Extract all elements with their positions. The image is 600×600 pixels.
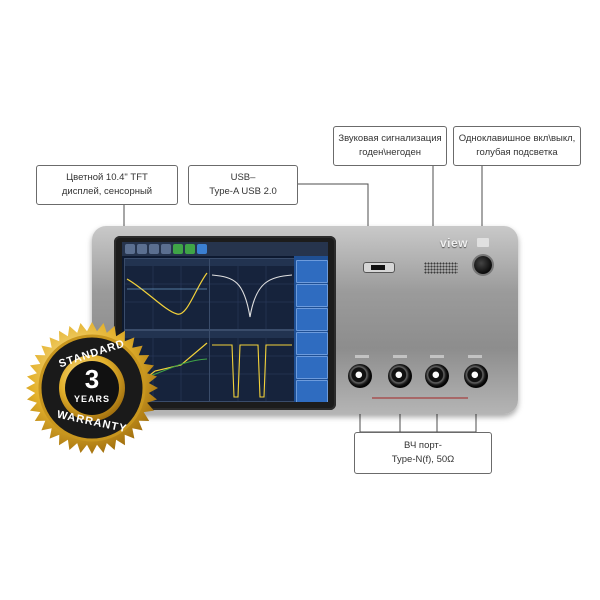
trace-plot-2 — [209, 258, 295, 330]
softkey[interactable] — [296, 380, 328, 402]
softkey-panel — [294, 256, 328, 402]
toolbar-button[interactable] — [149, 244, 159, 254]
usb-callout-line2: Type-A USB 2.0 — [209, 186, 277, 197]
trace-2-graph — [210, 266, 294, 329]
rf-ports-callout-line2: Type-N(f), 50Ω — [391, 454, 455, 465]
beeper-callout-line2: годен\негоден — [359, 147, 421, 158]
softkey[interactable] — [296, 332, 328, 355]
toolbar-button[interactable] — [173, 244, 183, 254]
beeper-callout: Звуковая сигнализация годен\негоден — [333, 126, 447, 166]
screen-toolbar — [122, 242, 328, 256]
usb-callout-line1: USB– — [230, 172, 256, 183]
rf-port-2-icon[interactable] — [388, 364, 412, 388]
display-callout-line1: Цветной 10.4" TFT — [66, 172, 148, 183]
trace-plot-4 — [209, 330, 295, 402]
trace-plot-1 — [124, 258, 210, 330]
toolbar-button[interactable] — [137, 244, 147, 254]
power-callout: Одноклавишное вкл\выкл, голубая подсветк… — [453, 126, 581, 166]
warranty-unit: YEARS — [73, 394, 110, 404]
toolbar-button[interactable] — [197, 244, 207, 254]
port-label-marking — [355, 355, 369, 358]
warranty-number: 3 — [84, 364, 100, 394]
toolbar-button[interactable] — [161, 244, 171, 254]
port-label-marking — [430, 355, 444, 358]
port-label-marking — [468, 355, 482, 358]
rf-port-3-icon[interactable] — [425, 364, 449, 388]
softkey[interactable] — [296, 284, 328, 307]
plot-header — [210, 331, 294, 338]
brand-logo: view — [440, 236, 469, 250]
warranty-seal-icon — [26, 322, 158, 454]
front-panel-marking — [372, 397, 468, 399]
power-button-icon[interactable] — [474, 256, 492, 274]
rf-port-1-icon[interactable] — [348, 364, 372, 388]
display-callout-line2: дисплей, сенсорный — [61, 186, 153, 197]
power-callout-line1: Одноклавишное вкл\выкл, — [458, 133, 576, 144]
touch-display[interactable] — [122, 242, 328, 402]
trace-1-graph — [125, 266, 209, 329]
rf-ports-callout: ВЧ порт- Type-N(f), 50Ω — [354, 432, 492, 474]
softkey[interactable] — [296, 260, 328, 283]
plot-header — [125, 259, 209, 266]
speaker-grille-icon — [424, 262, 458, 274]
warranty-badge: STANDARD 3 YEARS WARRANTY — [24, 320, 160, 456]
usb-slot — [371, 265, 385, 270]
trace-4-graph — [210, 338, 294, 401]
toolbar-button[interactable] — [185, 244, 195, 254]
softkey[interactable] — [296, 356, 328, 379]
softkey[interactable] — [296, 308, 328, 331]
usb-callout: USB– Type-A USB 2.0 — [188, 165, 298, 205]
plot-header — [210, 259, 294, 266]
beeper-callout-line1: Звуковая сигнализация — [338, 133, 442, 144]
rf-port-4-icon[interactable] — [464, 364, 488, 388]
toolbar-button[interactable] — [125, 244, 135, 254]
rf-ports-callout-line1: ВЧ порт- — [404, 440, 442, 451]
display-callout: Цветной 10.4" TFT дисплей, сенсорный — [36, 165, 178, 205]
power-callout-line2: голубая подсветка — [476, 147, 558, 158]
brand-badge — [477, 238, 489, 247]
plot-header — [125, 331, 209, 338]
port-label-marking — [393, 355, 407, 358]
